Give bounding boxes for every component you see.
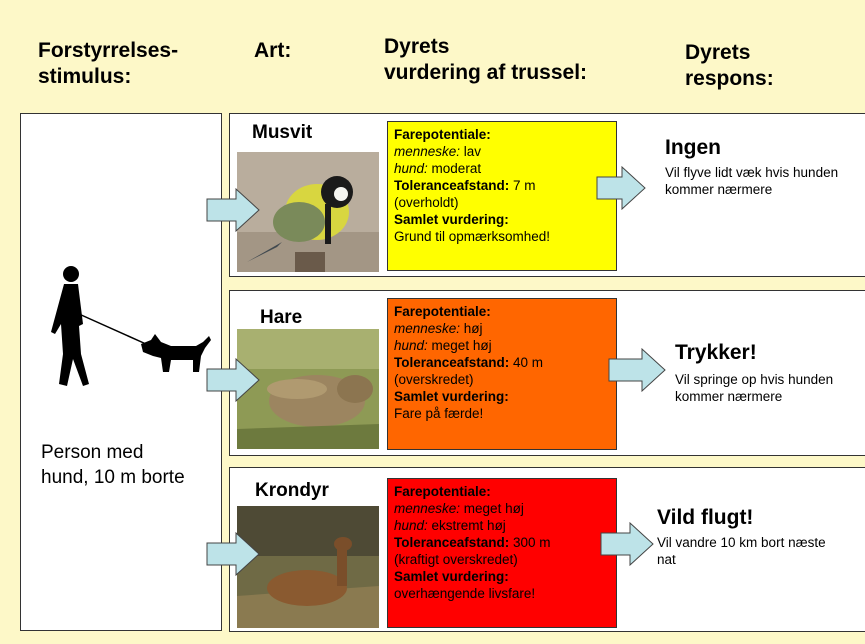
threat-label: Farepotentiale:: [394, 484, 491, 499]
header-threat: Dyrets vurdering af trussel:: [384, 34, 587, 86]
threat-box-musvit: Farepotentiale: menneske: lav hund: mode…: [387, 121, 617, 271]
human-label: menneske:: [394, 144, 461, 159]
arrow-right-icon: [206, 188, 260, 232]
header-art: Art:: [254, 39, 292, 62]
header-stimulus-line1: Forstyrrelses-: [38, 39, 179, 62]
stimulus-text: Person med hund, 10 m borte: [41, 440, 185, 490]
response-text-hare: Vil springe op hvis hunden kommer nærmer…: [675, 372, 834, 404]
arrow-right-icon: [608, 348, 666, 392]
dog-value: ekstremt høj: [427, 518, 506, 533]
arrow-right-icon: [206, 358, 260, 402]
red-deer-photo: [237, 506, 379, 628]
person-with-dog-silhouette: [51, 266, 211, 386]
tolerance-value: 300 m: [509, 535, 551, 550]
row-musvit: Musvit Farepotentiale: menneske: lav hun…: [229, 113, 865, 277]
tolerance-value: 7 m: [509, 178, 536, 193]
animal-name-hare: Hare: [260, 307, 303, 328]
tolerance-note: (kraftigt overskredet): [394, 552, 518, 567]
dog-value: moderat: [427, 161, 482, 176]
overall-value: Fare på færde!: [394, 406, 484, 421]
overall-value: Grund til opmærksomhed!: [394, 229, 551, 244]
tolerance-label: Toleranceafstand:: [394, 535, 510, 550]
hare-photo: [237, 329, 379, 449]
arrow-right-icon: [206, 532, 260, 576]
dog-label: hund:: [394, 338, 428, 353]
tolerance-label: Toleranceafstand:: [394, 355, 510, 370]
overall-label: Samlet vurdering:: [394, 212, 509, 227]
threat-label: Farepotentiale:: [394, 304, 491, 319]
threat-box-krondyr: Farepotentiale: menneske: meget høj hund…: [387, 478, 617, 628]
dog-value: meget høj: [427, 338, 492, 353]
animal-name-musvit: Musvit: [252, 122, 313, 143]
response-text-musvit: Vil flyve lidt væk hvis hunden kommer næ…: [665, 165, 839, 197]
stimulus-line2: hund, 10 m borte: [41, 467, 185, 488]
row-krondyr: Krondyr Farepotentiale: menneske: meget …: [229, 467, 865, 632]
header-threat-line2: vurdering af trussel:: [384, 61, 588, 84]
overall-label: Samlet vurdering:: [394, 569, 509, 584]
human-value: lav: [460, 144, 482, 159]
threat-box-hare: Farepotentiale: menneske: høj hund: mege…: [387, 298, 617, 450]
human-label: menneske:: [394, 321, 461, 336]
threat-label: Farepotentiale:: [394, 127, 491, 142]
overall-label: Samlet vurdering:: [394, 389, 509, 404]
tolerance-note: (overholdt): [394, 195, 459, 210]
arrow-right-icon: [596, 166, 646, 210]
tolerance-label: Toleranceafstand:: [394, 178, 510, 193]
response-title-krondyr: Vild flugt!: [657, 506, 754, 529]
human-value: meget høj: [460, 501, 524, 516]
dog-label: hund:: [394, 518, 428, 533]
great-tit-photo: [237, 152, 379, 272]
response-text-krondyr: Vil vandre 10 km bort næste nat: [657, 535, 826, 567]
stimulus-panel: Person med hund, 10 m borte: [20, 113, 222, 631]
header-response: Dyrets respons:: [685, 40, 774, 92]
arrow-right-icon: [600, 522, 654, 566]
response-title-musvit: Ingen: [665, 136, 721, 159]
header-stimulus: Forstyrrelses- stimulus:: [38, 38, 178, 90]
header-threat-line1: Dyrets: [384, 35, 450, 58]
human-label: menneske:: [394, 501, 461, 516]
header-stimulus-line2: stimulus:: [38, 65, 132, 88]
stimulus-line1: Person med: [41, 442, 144, 463]
dog-label: hund:: [394, 161, 428, 176]
row-hare: Hare Farepotentiale: menneske: høj hund:…: [229, 290, 865, 456]
header-response-line1: Dyrets: [685, 41, 751, 64]
header-response-line2: respons:: [685, 67, 774, 90]
animal-name-krondyr: Krondyr: [255, 480, 329, 501]
overall-value: overhængende livsfare!: [394, 586, 536, 601]
tolerance-note: (overskredet): [394, 372, 474, 387]
tolerance-value: 40 m: [509, 355, 544, 370]
human-value: høj: [460, 321, 483, 336]
response-title-hare: Trykker!: [675, 341, 757, 364]
